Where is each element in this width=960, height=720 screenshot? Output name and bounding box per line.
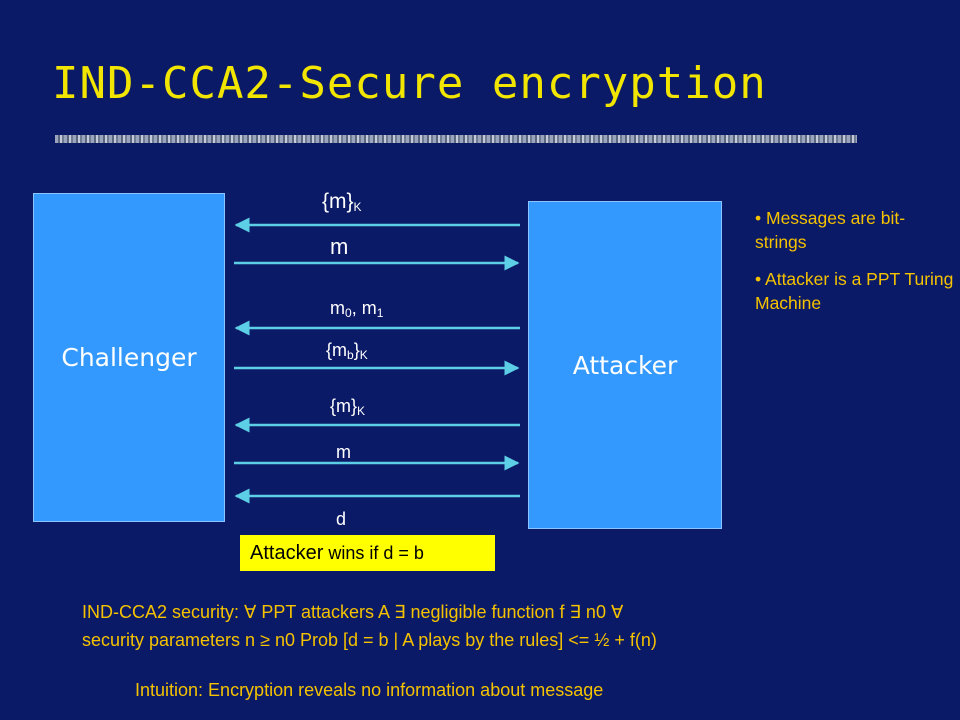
assumption-list: • Messages are bit-strings • Attacker is… — [755, 206, 955, 328]
message-label-1: {m}K — [322, 190, 362, 214]
challenger-label: Challenger — [61, 343, 197, 372]
message-label-7: d — [336, 509, 347, 529]
win-condition-lead: Attacker — [250, 541, 324, 564]
win-condition-rest: wins if d = b — [323, 542, 424, 563]
challenger-box: Challenger — [33, 193, 225, 522]
security-line-1: IND-CCA2 security: ∀ PPT attackers A ∃ n… — [82, 602, 624, 622]
bullet-item: • Attacker is a PPT Turing Machine — [755, 269, 954, 313]
security-definition: IND-CCA2 security: ∀ PPT attackers A ∃ n… — [82, 598, 942, 654]
attacker-label: Attacker — [572, 350, 678, 380]
intuition-text: Intuition: Encryption reveals no informa… — [135, 680, 604, 700]
message-label-3: m0, m1 — [330, 298, 384, 320]
message-label-5: {m}K — [330, 396, 366, 418]
message-label-2: m — [330, 234, 349, 259]
message-label-4: {mb}K — [326, 340, 368, 362]
slide-title: IND-CCA2-Secure encryption — [52, 58, 767, 109]
attacker-box: Attacker — [528, 201, 722, 529]
bullet-item: • Messages are bit-strings — [755, 208, 906, 252]
message-label-6: m — [336, 442, 351, 462]
win-condition-box: Attacker wins if d = b — [240, 535, 495, 571]
title-divider — [55, 135, 857, 143]
security-line-2: security parameters n ≥ n0 Prob [d = b |… — [82, 630, 657, 650]
